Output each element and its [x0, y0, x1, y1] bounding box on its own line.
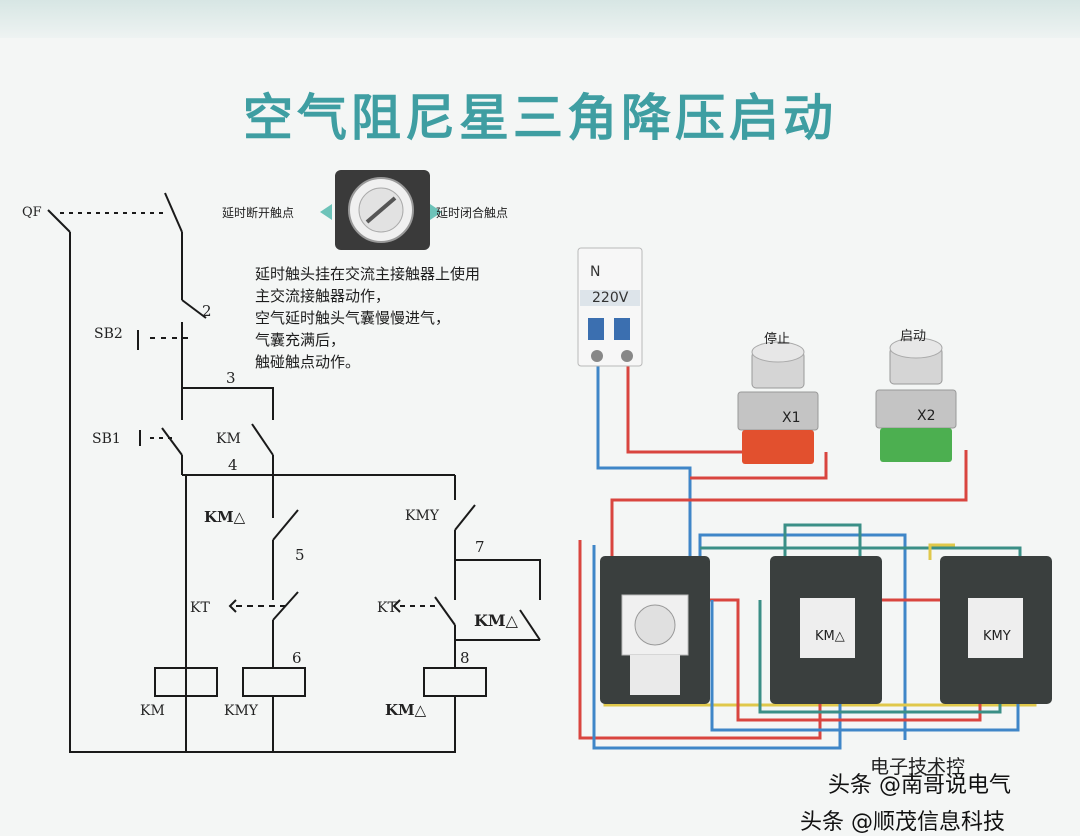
wire-red-loop	[578, 540, 822, 740]
contactor-km	[600, 556, 710, 704]
stop-tag: X1	[782, 410, 801, 426]
schematic	[47, 192, 541, 753]
watermark-toutiao-2: 头条 @顺茂信息科技	[800, 810, 1005, 835]
node-5: 5	[295, 546, 305, 564]
node-8: 8	[460, 649, 470, 667]
label-qf: QF	[22, 205, 42, 220]
node-6: 6	[292, 649, 302, 667]
description: 延时触头挂在交流主接触器上使用 主交流接触器动作， 空气延时触头气囊慢慢进气， …	[255, 263, 555, 373]
stop-label: 停止	[764, 331, 790, 347]
label-coil-kmy: KMY	[224, 703, 259, 719]
description-line: 空气延时触头气囊慢慢进气，	[255, 309, 451, 327]
label-kt-right: KT	[377, 600, 397, 616]
contactor-kmy	[940, 556, 1052, 704]
description-line: 气囊充满后，	[255, 331, 346, 349]
label-coil-km: KM	[140, 703, 165, 719]
timer-module	[320, 170, 442, 250]
label-km-delta-nc: KM△	[204, 508, 246, 526]
breaker-220v	[577, 247, 643, 367]
qf-left-blade	[47, 209, 71, 233]
coil-kmy	[242, 667, 306, 697]
start-button	[875, 337, 957, 462]
kt-left-arrow	[228, 599, 237, 613]
breaker-n-label: N	[590, 264, 600, 280]
description-line: 主交流接触器动作，	[255, 287, 391, 305]
bottom-rail	[70, 696, 456, 753]
contactor-mid-label: KM△	[815, 629, 845, 644]
qf-right-blade	[164, 192, 183, 233]
wire-red-right	[690, 598, 982, 722]
left-pointer-icon	[320, 204, 332, 220]
label-km-delta-no: KM△	[474, 611, 519, 630]
wire-start-red	[610, 450, 968, 560]
timer-left-label: 延时断开触点	[222, 205, 294, 220]
wire-teal-1	[783, 523, 862, 560]
coil-km	[154, 667, 218, 697]
page-title: 空气阻尼星三角降压启动	[243, 88, 837, 147]
label-kmy-nc: KMY	[405, 508, 440, 524]
left-rail	[69, 232, 188, 753]
right-pointer-icon	[430, 204, 442, 220]
node-7: 7	[475, 538, 485, 556]
km-hold-contact	[251, 423, 274, 456]
watermark-account: 电子技术控	[870, 756, 966, 778]
km-delta-no	[519, 609, 541, 641]
wire-n-blue	[596, 360, 692, 560]
sb1-contact	[161, 427, 183, 456]
top-band	[0, 0, 1080, 38]
timer-right-label: 延时闭合触点	[436, 205, 508, 220]
label-sb1: SB1	[92, 431, 121, 447]
coil-km-delta	[423, 667, 487, 697]
breaker-voltage-label: 220V	[592, 290, 629, 306]
node-3: 3	[226, 369, 236, 387]
kmy-nc	[454, 504, 476, 531]
km-delta-nc	[272, 509, 299, 541]
node-2: 2	[202, 302, 212, 320]
start-label: 启动	[900, 329, 926, 344]
label-kt-left: KT	[190, 600, 210, 616]
label-sb2: SB2	[94, 326, 123, 342]
kt-right-arrow	[392, 599, 401, 613]
node-4: 4	[228, 456, 238, 474]
label-coil-km-delta: KM△	[385, 701, 427, 719]
node7-branch	[455, 559, 541, 600]
start-tag: X2	[917, 408, 936, 424]
contactor-right-label: KMY	[983, 629, 1011, 644]
description-line: 延时触头挂在交流主接触器上使用	[255, 265, 481, 283]
contactor-km-delta	[770, 556, 882, 704]
kt-no	[434, 596, 456, 626]
description-line: 触碰触点动作。	[255, 353, 361, 371]
wire-yellow-top	[928, 543, 955, 560]
stop-button	[737, 341, 819, 464]
wire-l-red	[626, 360, 750, 454]
sb2-contact	[181, 299, 207, 319]
watermark-toutiao-1: 头条 @南哥说电气	[828, 773, 1011, 798]
wire-stop-red	[690, 452, 828, 480]
label-km-contact: KM	[216, 431, 241, 447]
node3-branch	[182, 387, 274, 420]
wire-blue-right	[710, 600, 1020, 732]
